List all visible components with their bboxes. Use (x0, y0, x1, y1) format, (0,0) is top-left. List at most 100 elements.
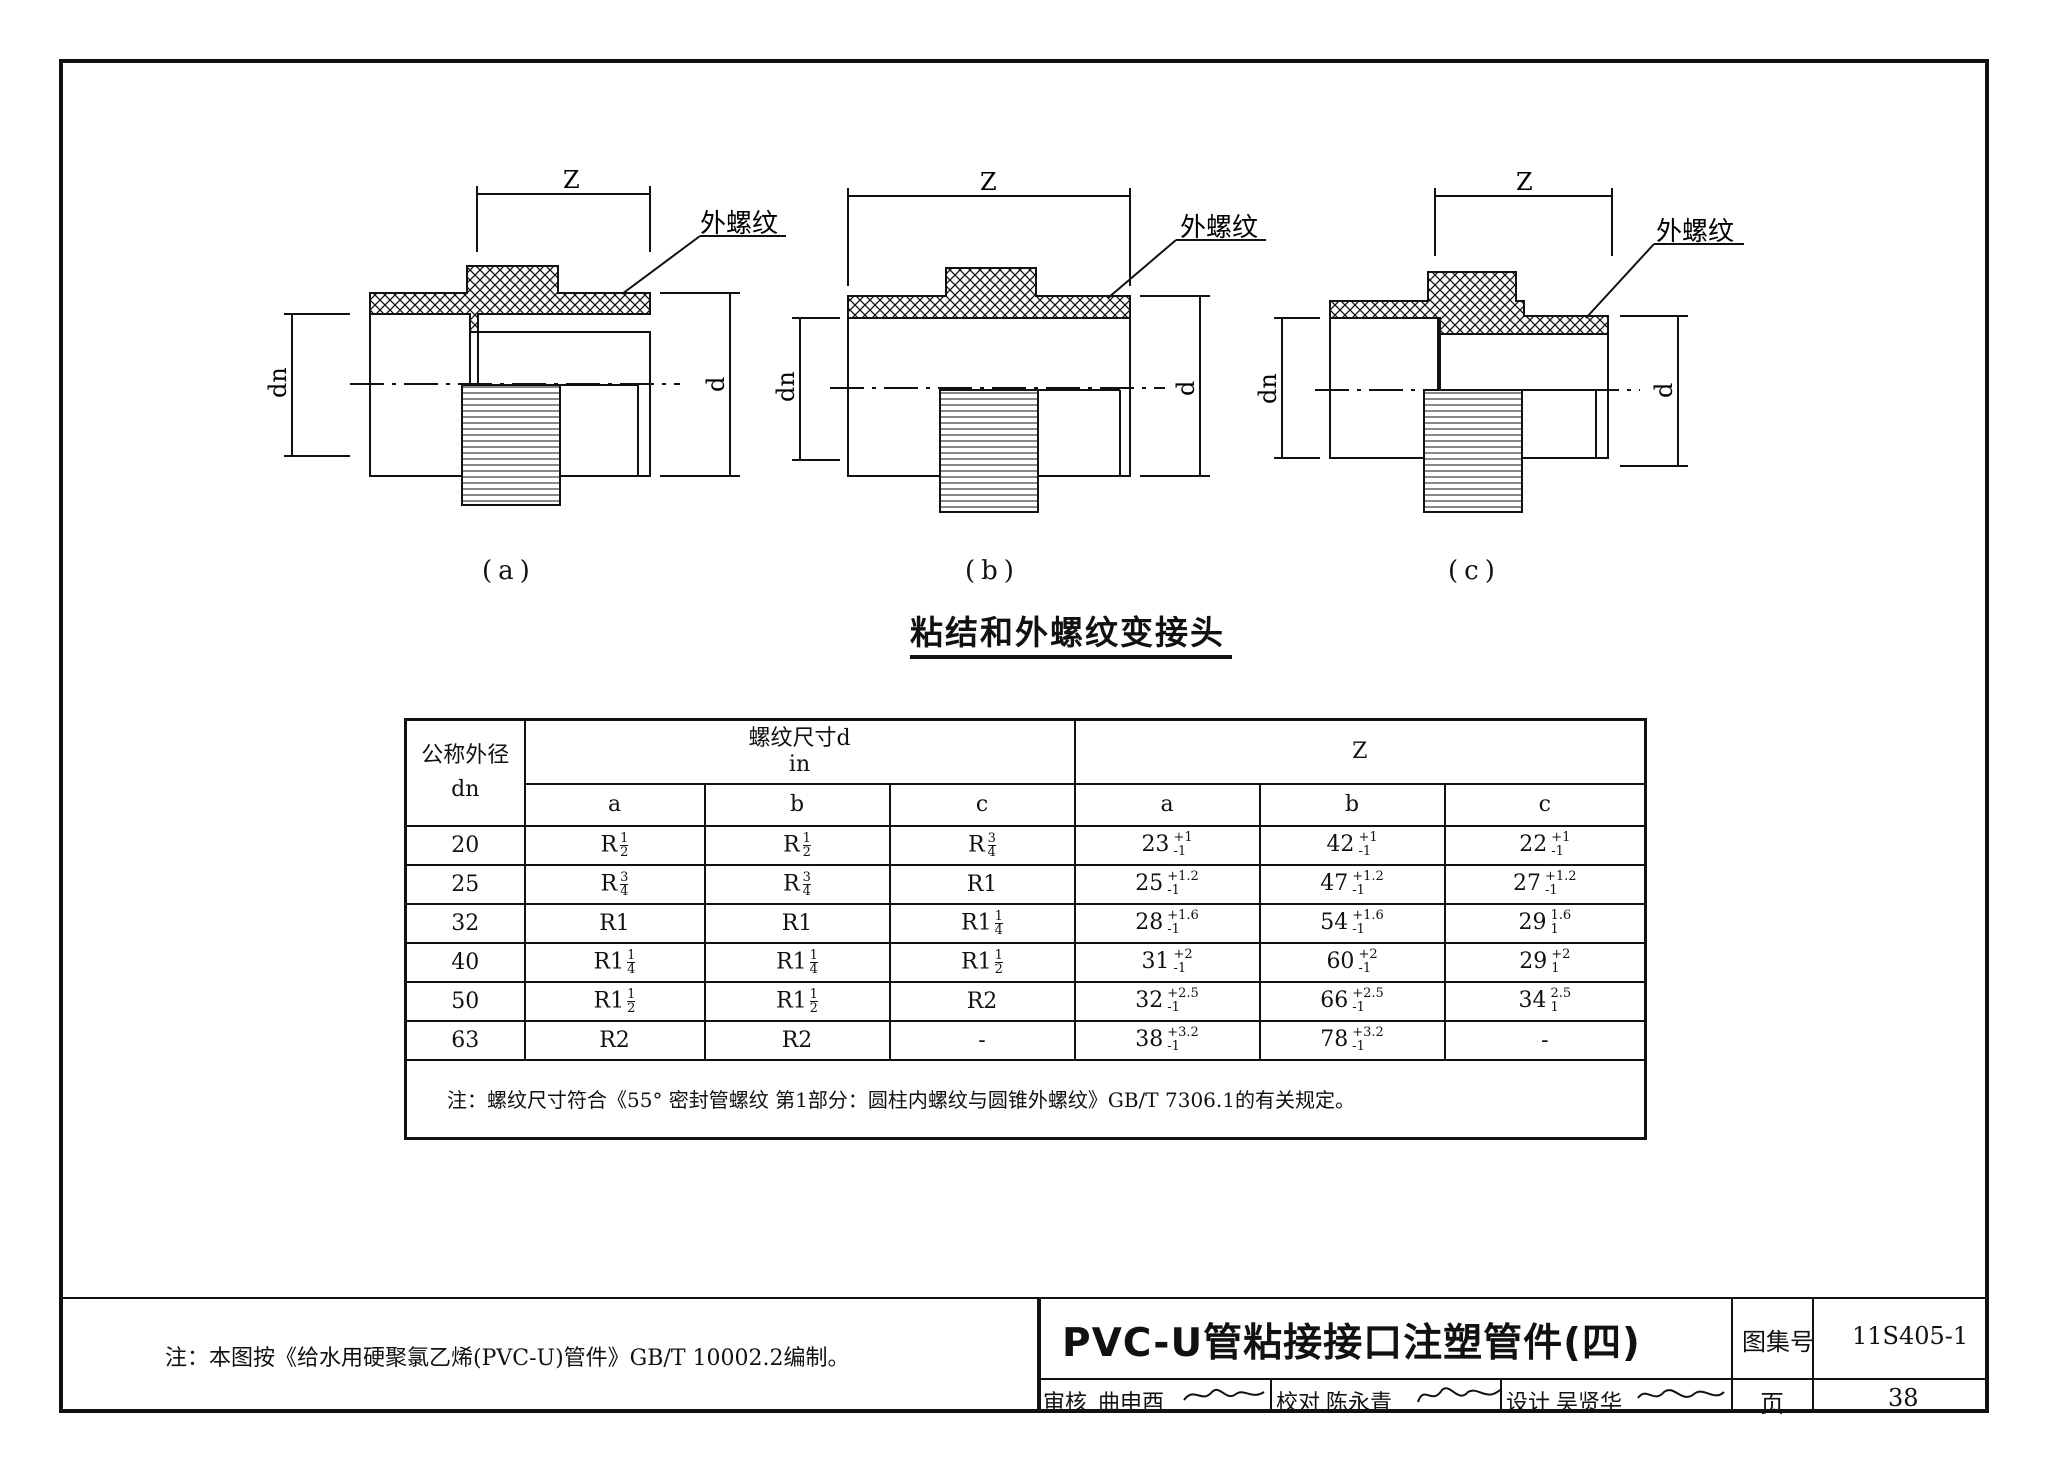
tolerance-upper: +2 (1551, 947, 1571, 962)
atlas-number: 11S405-1 (1852, 1322, 1969, 1350)
cell-thread-c: R1 (888, 863, 1076, 905)
tolerance-upper: +3.2 (1167, 1025, 1199, 1040)
fraction-numerator: 1 (620, 830, 629, 846)
fraction-denominator: 4 (620, 883, 629, 899)
tolerance-upper: +1.2 (1167, 869, 1199, 884)
cell-z-a: 32+2.5-1 (1073, 980, 1261, 1022)
review-name: 曲申酉 (1098, 1391, 1165, 1416)
figure-b-dn-label: dn (772, 371, 800, 402)
fraction-denominator: 4 (627, 961, 636, 977)
z-value: 22 (1519, 832, 1548, 857)
tolerance-lower: -1 (1352, 1000, 1365, 1015)
tolerance-upper: 2.5 (1550, 986, 1572, 1001)
cell-z-a: 38+3.2-1 (1073, 1019, 1261, 1061)
cell-z-b: 42+1-1 (1258, 824, 1446, 866)
title-block-col2 (1812, 1297, 1814, 1409)
figure-b-d-label: d (1172, 381, 1200, 396)
cell-thread-c: - (888, 1019, 1076, 1061)
tolerance-lower: -1 (1167, 922, 1180, 937)
z-tolerance: +1-1 (1358, 831, 1377, 859)
fraction-denominator: 4 (802, 883, 811, 899)
figure-c (1274, 188, 1744, 513)
z-tolerance: +1.2-1 (1545, 870, 1577, 898)
figure-b (792, 188, 1266, 513)
title-block-divider (1037, 1297, 1041, 1409)
tolerance-upper: +1.2 (1352, 869, 1384, 884)
cell-z-a: 28+1.6-1 (1073, 902, 1261, 944)
cell-dn: 63 (404, 1019, 526, 1061)
z-value: 66 (1320, 988, 1349, 1013)
fraction-denominator: 2 (994, 961, 1003, 977)
thread-size: R2 (599, 1027, 630, 1053)
z-value: 23 (1141, 832, 1170, 857)
figure-c-thread-label: 外螺纹 (1656, 217, 1734, 247)
tolerance-upper: +2.5 (1352, 986, 1384, 1001)
z-value: 29 (1519, 949, 1548, 974)
cell-z-b: 78+3.2-1 (1258, 1019, 1446, 1061)
figure-b-thread-label: 外螺纹 (1180, 213, 1258, 243)
tolerance-lower: -1 (1173, 961, 1187, 976)
figure-c-caption: (c) (1448, 556, 1501, 586)
header-dn-line1: 公称外径 (421, 742, 510, 768)
check-signature (1417, 1387, 1501, 1403)
fraction-denominator: 4 (994, 922, 1003, 938)
thread-size: R (783, 871, 800, 896)
fraction-denominator: 2 (627, 1000, 636, 1016)
tolerance-lower: -1 (1173, 844, 1187, 859)
title-block-top-line (63, 1297, 1985, 1299)
subheader-z-c: c (1443, 782, 1647, 827)
tolerance-lower: -1 (1167, 883, 1180, 898)
cell-thread-a: R1 (523, 902, 706, 944)
fraction-numerator: 1 (802, 830, 811, 846)
subheader-thread-c: c (888, 782, 1076, 827)
z-value: 27 (1513, 871, 1541, 896)
tolerance-lower: -1 (1358, 844, 1372, 859)
z-tolerance: +1.6-1 (1167, 909, 1199, 937)
fraction-numerator: 1 (627, 986, 636, 1002)
cell-z-b: 47+1.2-1 (1258, 863, 1446, 905)
z-value: 54 (1320, 910, 1349, 935)
fraction-denominator: 2 (620, 844, 629, 860)
thread-size: R1 (781, 910, 813, 936)
z-tolerance: +2-1 (1173, 948, 1192, 976)
cell-thread-b: R2 (703, 1019, 891, 1061)
thread-size: R (600, 832, 618, 857)
header-dn-line2: dn (451, 776, 480, 802)
tolerance-upper: +2 (1358, 947, 1378, 962)
thread-size: R1 (961, 949, 992, 974)
z-value: 42 (1326, 832, 1355, 857)
thread-size: R (600, 871, 618, 896)
fraction-numerator: 1 (627, 947, 636, 963)
tolerance-upper: +1 (1551, 830, 1571, 845)
check-label: 校对 (1276, 1391, 1321, 1416)
thread-size: - (978, 1027, 986, 1053)
section-title-underline (910, 655, 1232, 659)
figure-b-z-label: Z (980, 168, 997, 196)
cell-thread-b: R1 (703, 902, 891, 944)
subheader-z-b: b (1258, 782, 1446, 827)
fraction-numerator: 3 (987, 830, 996, 846)
design-label: 设计 (1506, 1391, 1551, 1416)
tolerance-lower: -1 (1167, 1000, 1180, 1015)
figure-a-dn-label: dn (264, 367, 292, 398)
header-z: Z (1073, 718, 1647, 785)
z-value: 31 (1141, 949, 1170, 974)
fraction-denominator: 2 (809, 1000, 818, 1016)
z-value: 78 (1320, 1027, 1349, 1052)
tolerance-lower: -1 (1551, 844, 1564, 859)
fraction-denominator: 4 (987, 844, 996, 860)
